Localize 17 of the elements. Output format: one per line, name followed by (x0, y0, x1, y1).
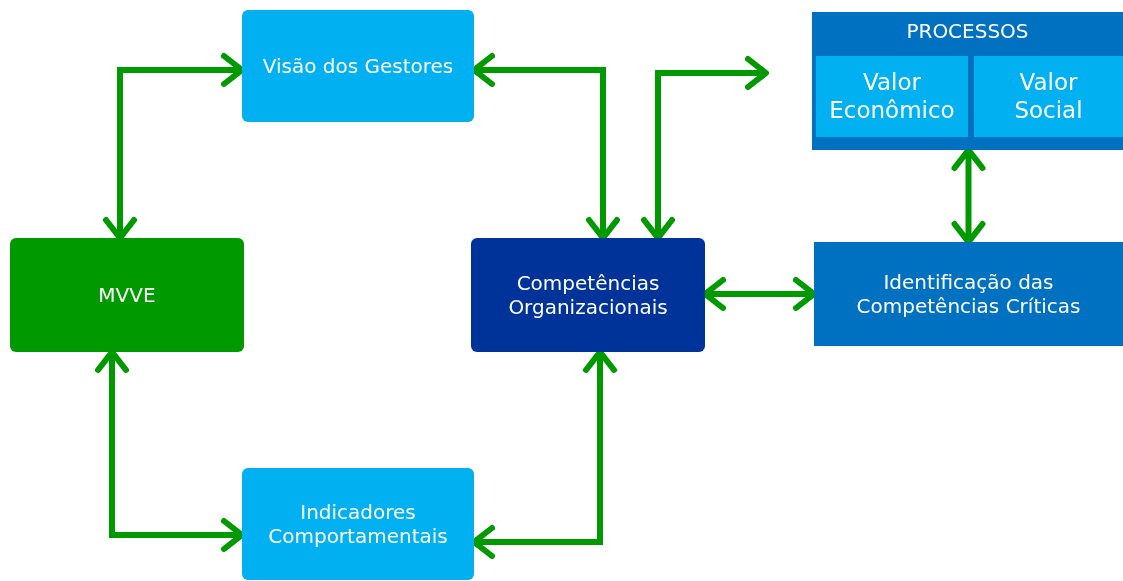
process-box (816, 56, 968, 137)
node-label: Competências Organizacionais (507, 271, 669, 319)
node-label: Identificação das Competências Críticas (855, 270, 1082, 318)
node-label: MVVE (98, 283, 156, 307)
process-box (242, 10, 474, 122)
node-label: Visão dos Gestores (262, 54, 454, 78)
group-panel (812, 12, 1123, 150)
panel-title: PROCESSOS (906, 19, 1029, 43)
process-box (242, 468, 474, 580)
process-box (814, 242, 1123, 346)
process-box (974, 56, 1123, 137)
node-label: Valor Econômico (828, 68, 956, 125)
arrow (641, 56, 769, 241)
process-box (471, 238, 705, 352)
process-box (10, 238, 244, 352)
node-label: Valor Social (1013, 68, 1084, 125)
node-label: Indicadores Comportamentais (267, 500, 449, 548)
